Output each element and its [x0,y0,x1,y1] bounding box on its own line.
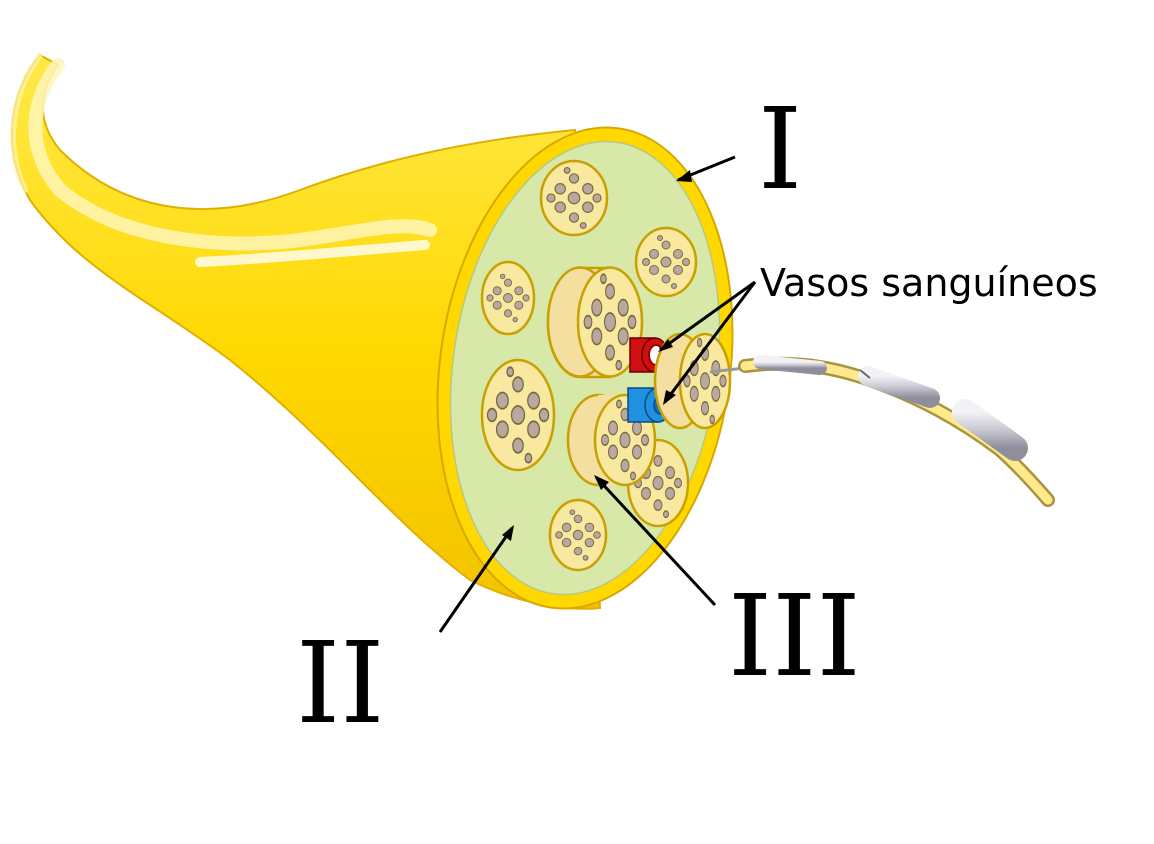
fascicle [480,260,536,336]
pointer-line-III [594,475,717,607]
fascicles [480,159,698,572]
pointer-line-vasos-1 [659,280,756,352]
pointer-line-II [438,527,514,633]
fascicle [480,358,556,472]
pointer-line-vasos-2 [663,281,757,403]
label-I: I [758,85,802,215]
label-vasos-sanguineos: Vasos sanguíneos [760,261,1098,305]
label-III: III [728,572,861,702]
fascicle [634,226,698,298]
label-II: II [296,619,384,749]
fascicle [539,159,609,237]
fascicle-cylinder-lower [566,393,657,487]
axon-strand [709,355,1055,507]
fascicle-cylinder-upper [546,266,644,379]
pointer-lines [438,155,757,633]
fascicle [548,498,608,572]
